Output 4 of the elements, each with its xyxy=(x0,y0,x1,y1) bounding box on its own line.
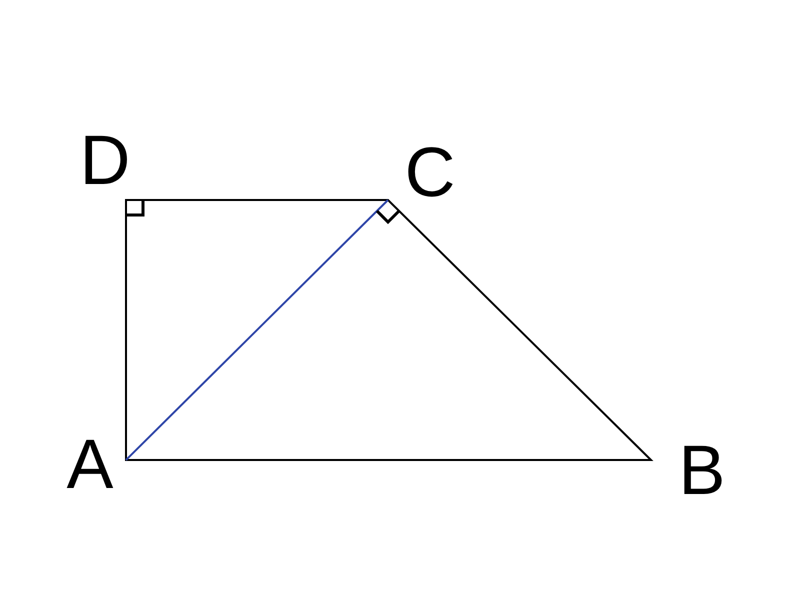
vertex-label: B xyxy=(678,435,726,505)
vertex-label: A xyxy=(66,429,114,499)
vertex-label: D xyxy=(80,125,130,195)
vertex-label: C xyxy=(404,137,456,207)
